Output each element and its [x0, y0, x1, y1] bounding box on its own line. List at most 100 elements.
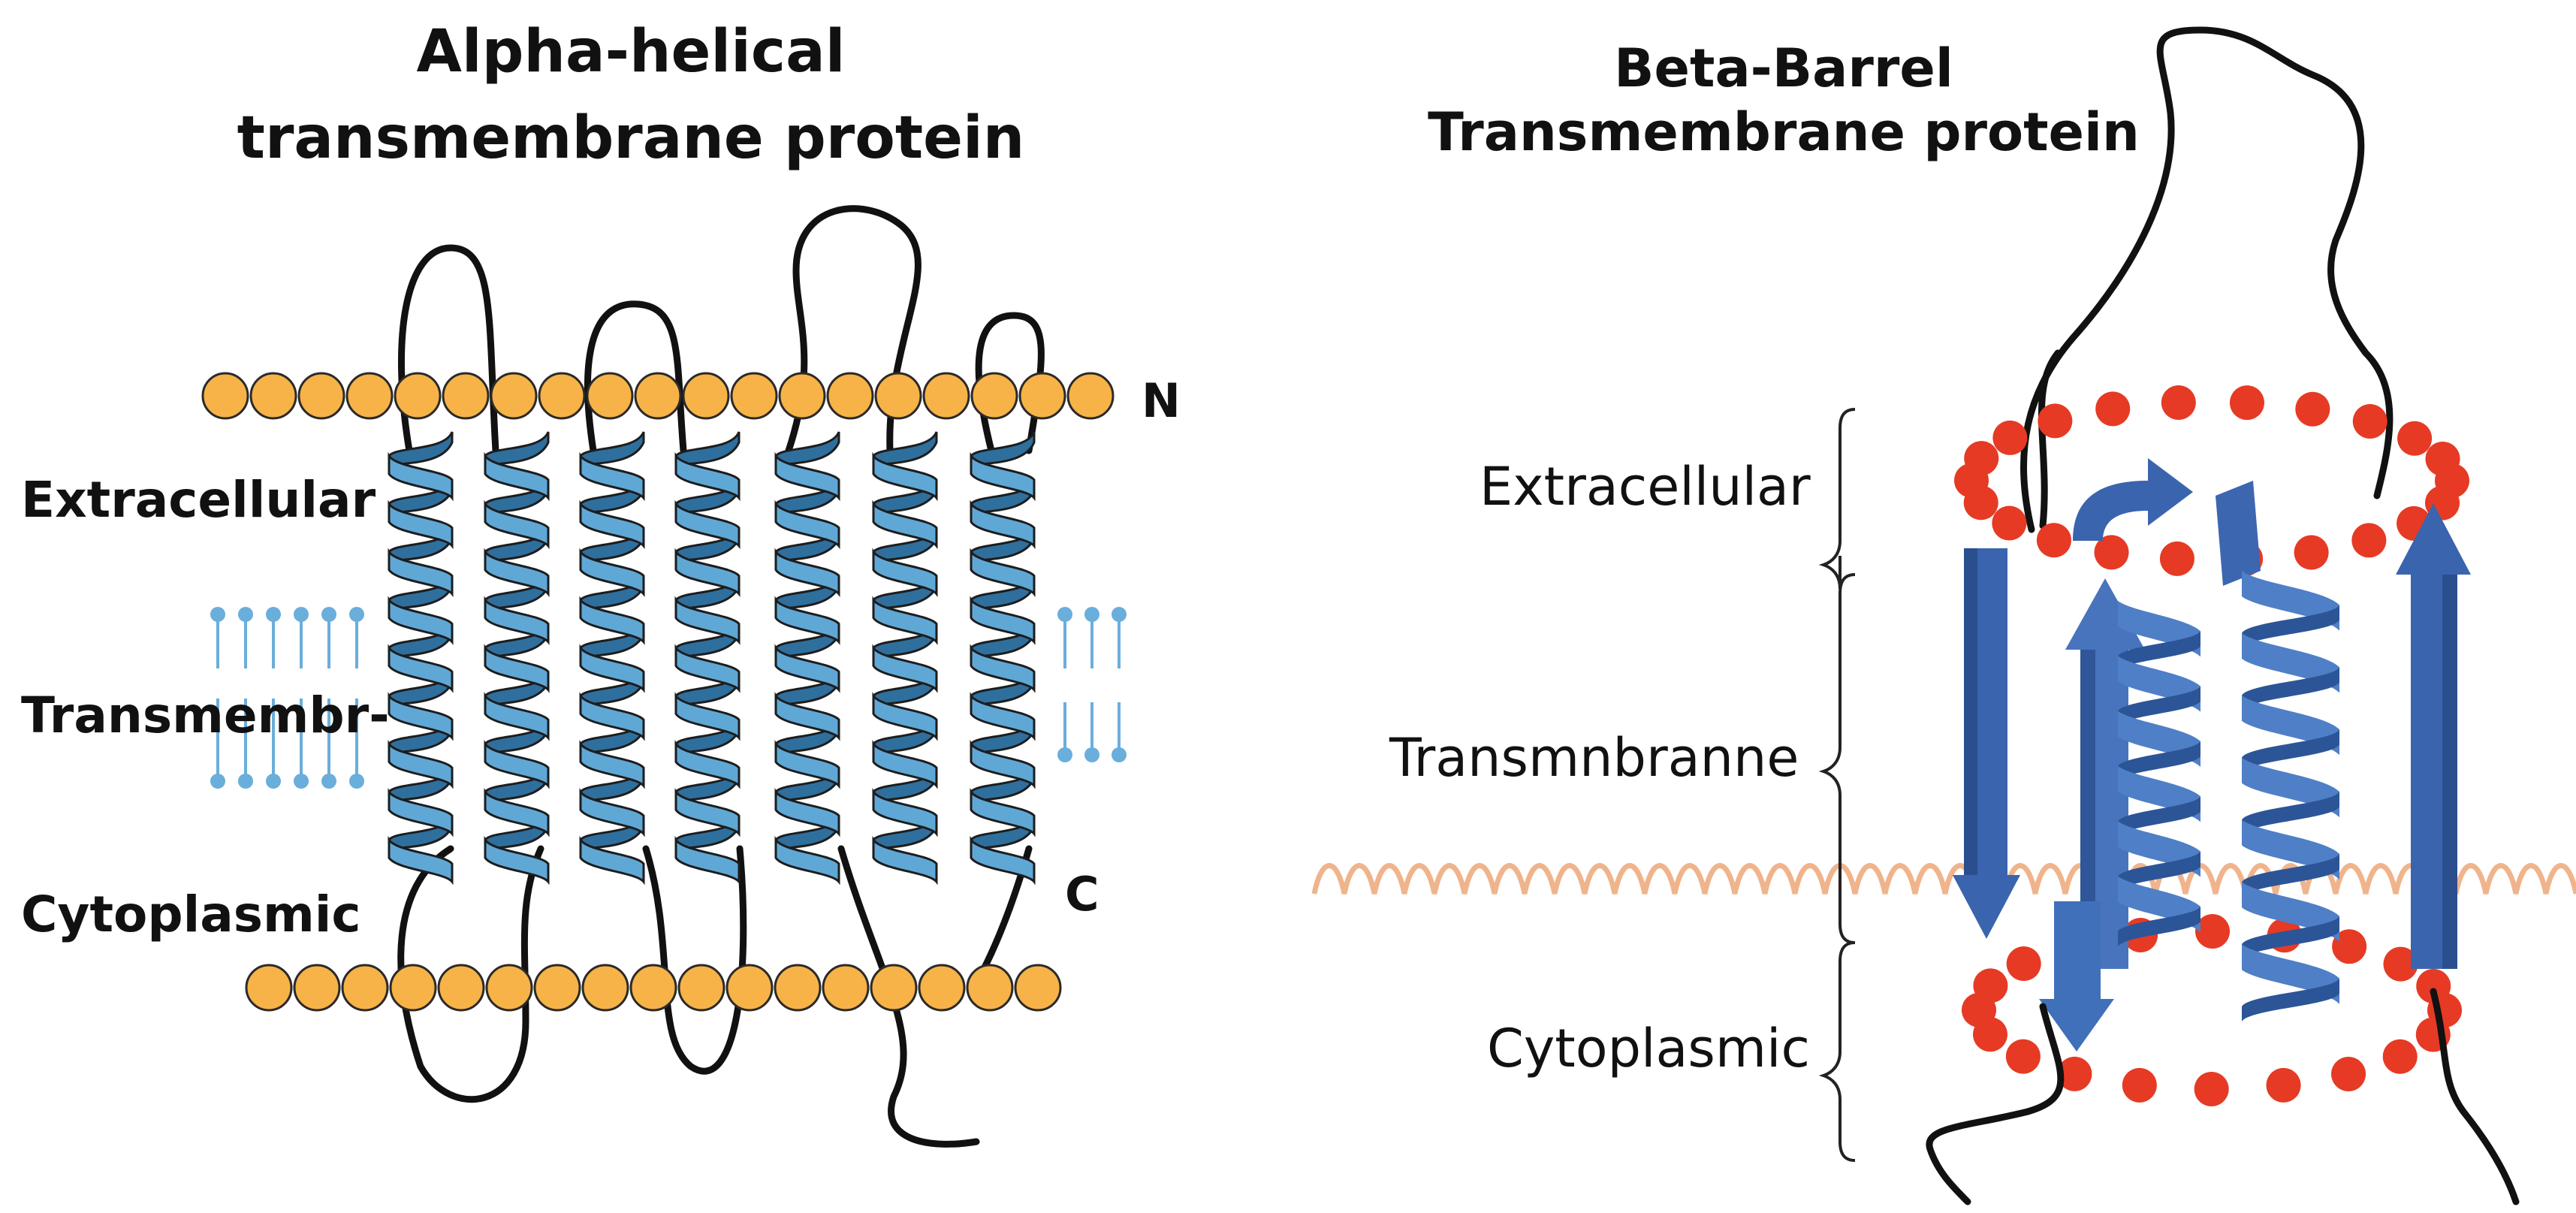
- residue-dot: [2195, 914, 2231, 949]
- lipid-head: [1018, 372, 1066, 420]
- helix-front-segment: [388, 451, 454, 502]
- helix-front-segment: [872, 548, 938, 597]
- alpha-cyt-loop-1: [397, 845, 544, 1103]
- lipid-head: [826, 372, 874, 420]
- alpha-label-cytoplasmic: Cytoplasmic: [21, 886, 361, 943]
- lipid-head: [394, 372, 442, 420]
- helix-front-segment: [970, 596, 1036, 645]
- beta-brackets: [1818, 408, 1856, 1162]
- residue-dot: [2266, 1067, 2301, 1103]
- residue-dot: [2416, 968, 2451, 1003]
- alpha-cyt-loop-2: [642, 845, 747, 1075]
- phospholipid-pin: [266, 607, 281, 668]
- alpha-label-extracellular: Extracellular: [21, 471, 376, 529]
- lipid-head: [389, 964, 437, 1012]
- helix-front-segment: [970, 499, 1036, 550]
- residue-dot: [2038, 403, 2073, 439]
- lipid-head: [485, 964, 533, 1012]
- phospholipid-pin: [1084, 607, 1099, 668]
- phospholipid-pin: [266, 699, 281, 789]
- beta-top-loop: [2019, 26, 2394, 533]
- helix-front-segment: [674, 835, 741, 886]
- lipid-head: [629, 964, 677, 1012]
- residue-dot: [2006, 946, 2041, 982]
- residue-dot: [1992, 420, 2028, 455]
- lipid-head: [774, 964, 822, 1012]
- lipid-head: [874, 372, 922, 420]
- helix-front-segment: [388, 835, 454, 886]
- residue-dot: [1973, 968, 2008, 1003]
- lipid-head: [966, 964, 1014, 1012]
- helix-front-segment: [674, 499, 741, 550]
- helix-front-segment: [674, 451, 741, 502]
- helix-front-segment: [774, 787, 840, 837]
- helix-front-segment: [484, 499, 550, 550]
- residue-dot: [2194, 1071, 2229, 1106]
- beta-barrel-panel: Beta-Barrel Transmembrane protein: [1311, 26, 2576, 1205]
- beta-top-loop-left: [2038, 349, 2062, 530]
- alpha-phospholipid-pins: [210, 607, 1127, 789]
- ribbon-back: [2242, 854, 2339, 898]
- ribbon-back: [2242, 792, 2339, 835]
- lipid-head: [822, 964, 870, 1012]
- helix-front-segment: [388, 787, 454, 837]
- ribbon-back: [2242, 729, 2339, 773]
- helix-front-segment: [674, 596, 741, 645]
- helix-front-segment: [970, 548, 1036, 597]
- residue-dot: [2122, 1067, 2157, 1103]
- helix-front-segment: [872, 644, 938, 693]
- ribbon-back: [2118, 686, 2200, 726]
- alpha-helix-1: [388, 431, 454, 886]
- helix-front-segment: [970, 787, 1036, 837]
- phospholipid-pin: [1084, 702, 1099, 762]
- alpha-lipid-row-bottom: [245, 964, 1062, 1012]
- lipid-head: [730, 372, 778, 420]
- beta-label-extracellular: Extracellular: [1480, 456, 1811, 517]
- ribbon-back: [2242, 916, 2339, 960]
- bracket-transmembrane: [1818, 573, 1856, 944]
- lipid-head: [341, 964, 389, 1012]
- phospholipid-pin: [349, 607, 364, 668]
- helix-front-segment: [579, 835, 645, 886]
- ribbon-back: [2242, 978, 2339, 1021]
- lipid-head: [870, 964, 918, 1012]
- lipid-head: [970, 372, 1018, 420]
- ribbon-back: [2118, 851, 2200, 892]
- phospholipid-pin: [349, 699, 364, 789]
- helix-front-segment: [579, 692, 645, 741]
- alpha-ext-loop-1: [398, 244, 499, 454]
- alpha-terminus-n: N: [1142, 373, 1181, 428]
- residue-dot: [2229, 385, 2264, 421]
- helix-front-segment: [970, 740, 1036, 789]
- lipid-head: [922, 372, 970, 420]
- alpha-helix-7: [970, 431, 1036, 886]
- helix-front-segment: [484, 548, 550, 597]
- lipid-head: [918, 964, 966, 1012]
- ribbon-back: [2118, 741, 2200, 781]
- residue-dot: [2094, 535, 2129, 570]
- beta-title-line1: Beta-Barrel: [1614, 38, 1953, 99]
- alpha-helices: [388, 431, 1036, 886]
- lipid-head: [249, 372, 297, 420]
- alpha-label-transmembrane: Transmembr-: [21, 686, 390, 744]
- lipid-head: [677, 964, 725, 1012]
- ribbon-back: [2118, 631, 2200, 671]
- beta-bottom-loop-right: [2430, 988, 2520, 1205]
- phospholipid-pin: [210, 699, 225, 789]
- helix-front-segment: [579, 787, 645, 837]
- residue-dot: [2331, 1056, 2366, 1091]
- helix-front-segment: [388, 499, 454, 550]
- residue-dot: [2425, 441, 2460, 476]
- phospholipid-pin: [1057, 607, 1072, 668]
- phospholipid-pin: [210, 607, 225, 668]
- alpha-helical-panel: Alpha-helical transmembrane protein N C …: [21, 18, 1181, 1148]
- beta-strand-top-arrow: [2073, 458, 2193, 541]
- beta-strand-left-down: [1953, 548, 2020, 939]
- helix-front-segment: [484, 692, 550, 741]
- residue-dot: [2057, 1056, 2092, 1091]
- alpha-helix-5: [774, 431, 840, 886]
- residue-dot: [2383, 946, 2418, 982]
- helix-front-segment: [872, 740, 938, 789]
- beta-helices: [2118, 571, 2339, 1021]
